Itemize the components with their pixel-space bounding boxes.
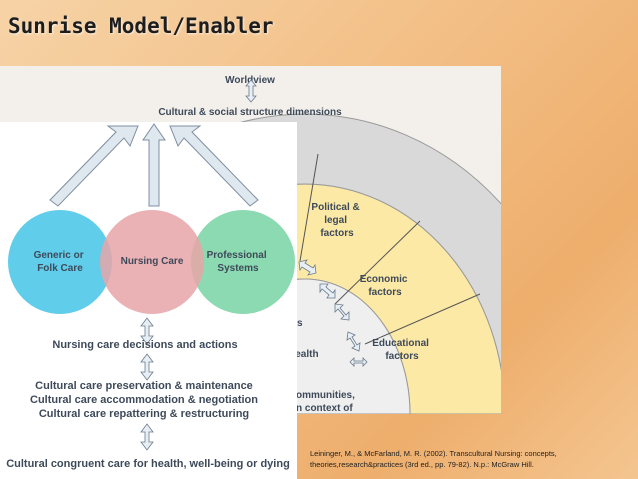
up-arrow-right-icon [169,125,259,207]
educational-factor-label: Educational factors [372,338,431,362]
decisions-label: Nursing care decisions and actions [52,339,237,351]
up-arrow-center-icon [142,123,166,207]
inner-fragment-context: n context of [296,403,353,414]
care-preservation-label: Cultural care preservation & maintenance [35,380,253,392]
double-arrow-icon [346,331,361,352]
worldview-arrow-icon [245,79,257,103]
citation-text: Leininger, M., & McFarland, M. R. (2002)… [310,449,557,469]
inner-fragment-s: s [297,318,303,329]
generic-care-circle [8,210,112,314]
band-divider [364,293,481,345]
double-arrow-2-icon [140,353,154,381]
economic-factor-label: Economic factors [360,274,411,298]
band-divider [299,153,319,262]
professional-systems-label: Professional Systems [207,250,270,274]
dimensions-label: Cultural & social structure dimensions [158,107,342,118]
double-arrow-3-icon [140,423,154,451]
double-arrow-icon [319,283,336,299]
double-arrow-1-icon [140,317,154,345]
political-factor-label: Political & legal factors [311,202,362,239]
professional-systems-circle [191,210,295,314]
nursing-care-circle [100,210,204,314]
inner-fragment-communities: ommunities, [296,390,355,401]
inner-fragment-health: Health [288,349,319,360]
generic-care-label: Generic or Folk Care [34,250,87,274]
double-arrow-icon [349,357,368,367]
nursing-care-label: Nursing Care [121,256,184,267]
double-arrow-icon [334,303,350,321]
care-repattering-label: Cultural care repattering & restructurin… [39,408,249,420]
double-arrow-icon [298,259,317,276]
band-divider [334,220,421,305]
outcome-label: Cultural congruent care for health, well… [6,458,290,470]
slide-title: Sunrise Model/Enabler [8,14,274,38]
care-accommodation-label: Cultural care accommodation & negotiatio… [30,394,258,406]
up-arrow-left-icon [49,125,139,207]
care-systems-diagram: Generic or Folk Care Nursing Care Profes… [6,123,295,470]
